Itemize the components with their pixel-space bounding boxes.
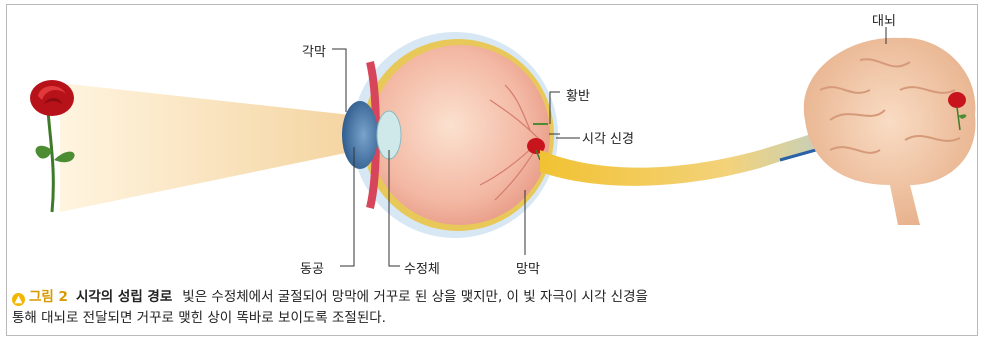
label-cornea: 각막 <box>302 41 326 60</box>
figure-title: 시각의 성립 경로 <box>76 289 172 305</box>
caption-line-1: ▲ 그림 2 시각의 성립 경로 빛은 수정체에서 굴절되어 망막에 거꾸로 된 상을… <box>12 287 972 308</box>
label-lens: 수정체 <box>404 258 440 277</box>
light-beam <box>60 83 360 212</box>
figure-caption: ▲ 그림 2 시각의 성립 경로 빛은 수정체에서 굴절되어 망막에 거꾸로 된 상을… <box>12 287 972 329</box>
caption-line-2: 통해 대뇌로 전달되면 거꾸로 맺힌 상이 똑바로 보이도록 조절된다. <box>12 308 972 329</box>
label-optic-nerve: 시각 신경 <box>582 128 634 147</box>
caption-text-1: 빛은 수정체에서 굴절되어 망막에 거꾸로 된 상을 맺지만, 이 빛 자극이 … <box>182 289 648 305</box>
label-macula: 황반 <box>566 85 590 104</box>
eyeball <box>342 32 558 238</box>
label-brain: 대뇌 <box>872 10 896 29</box>
brain <box>804 38 976 225</box>
figure-number: 그림 2 <box>29 289 68 305</box>
figure-up-icon: ▲ <box>12 293 25 306</box>
label-pupil: 동공 <box>300 258 324 277</box>
label-retina: 망막 <box>516 258 540 277</box>
